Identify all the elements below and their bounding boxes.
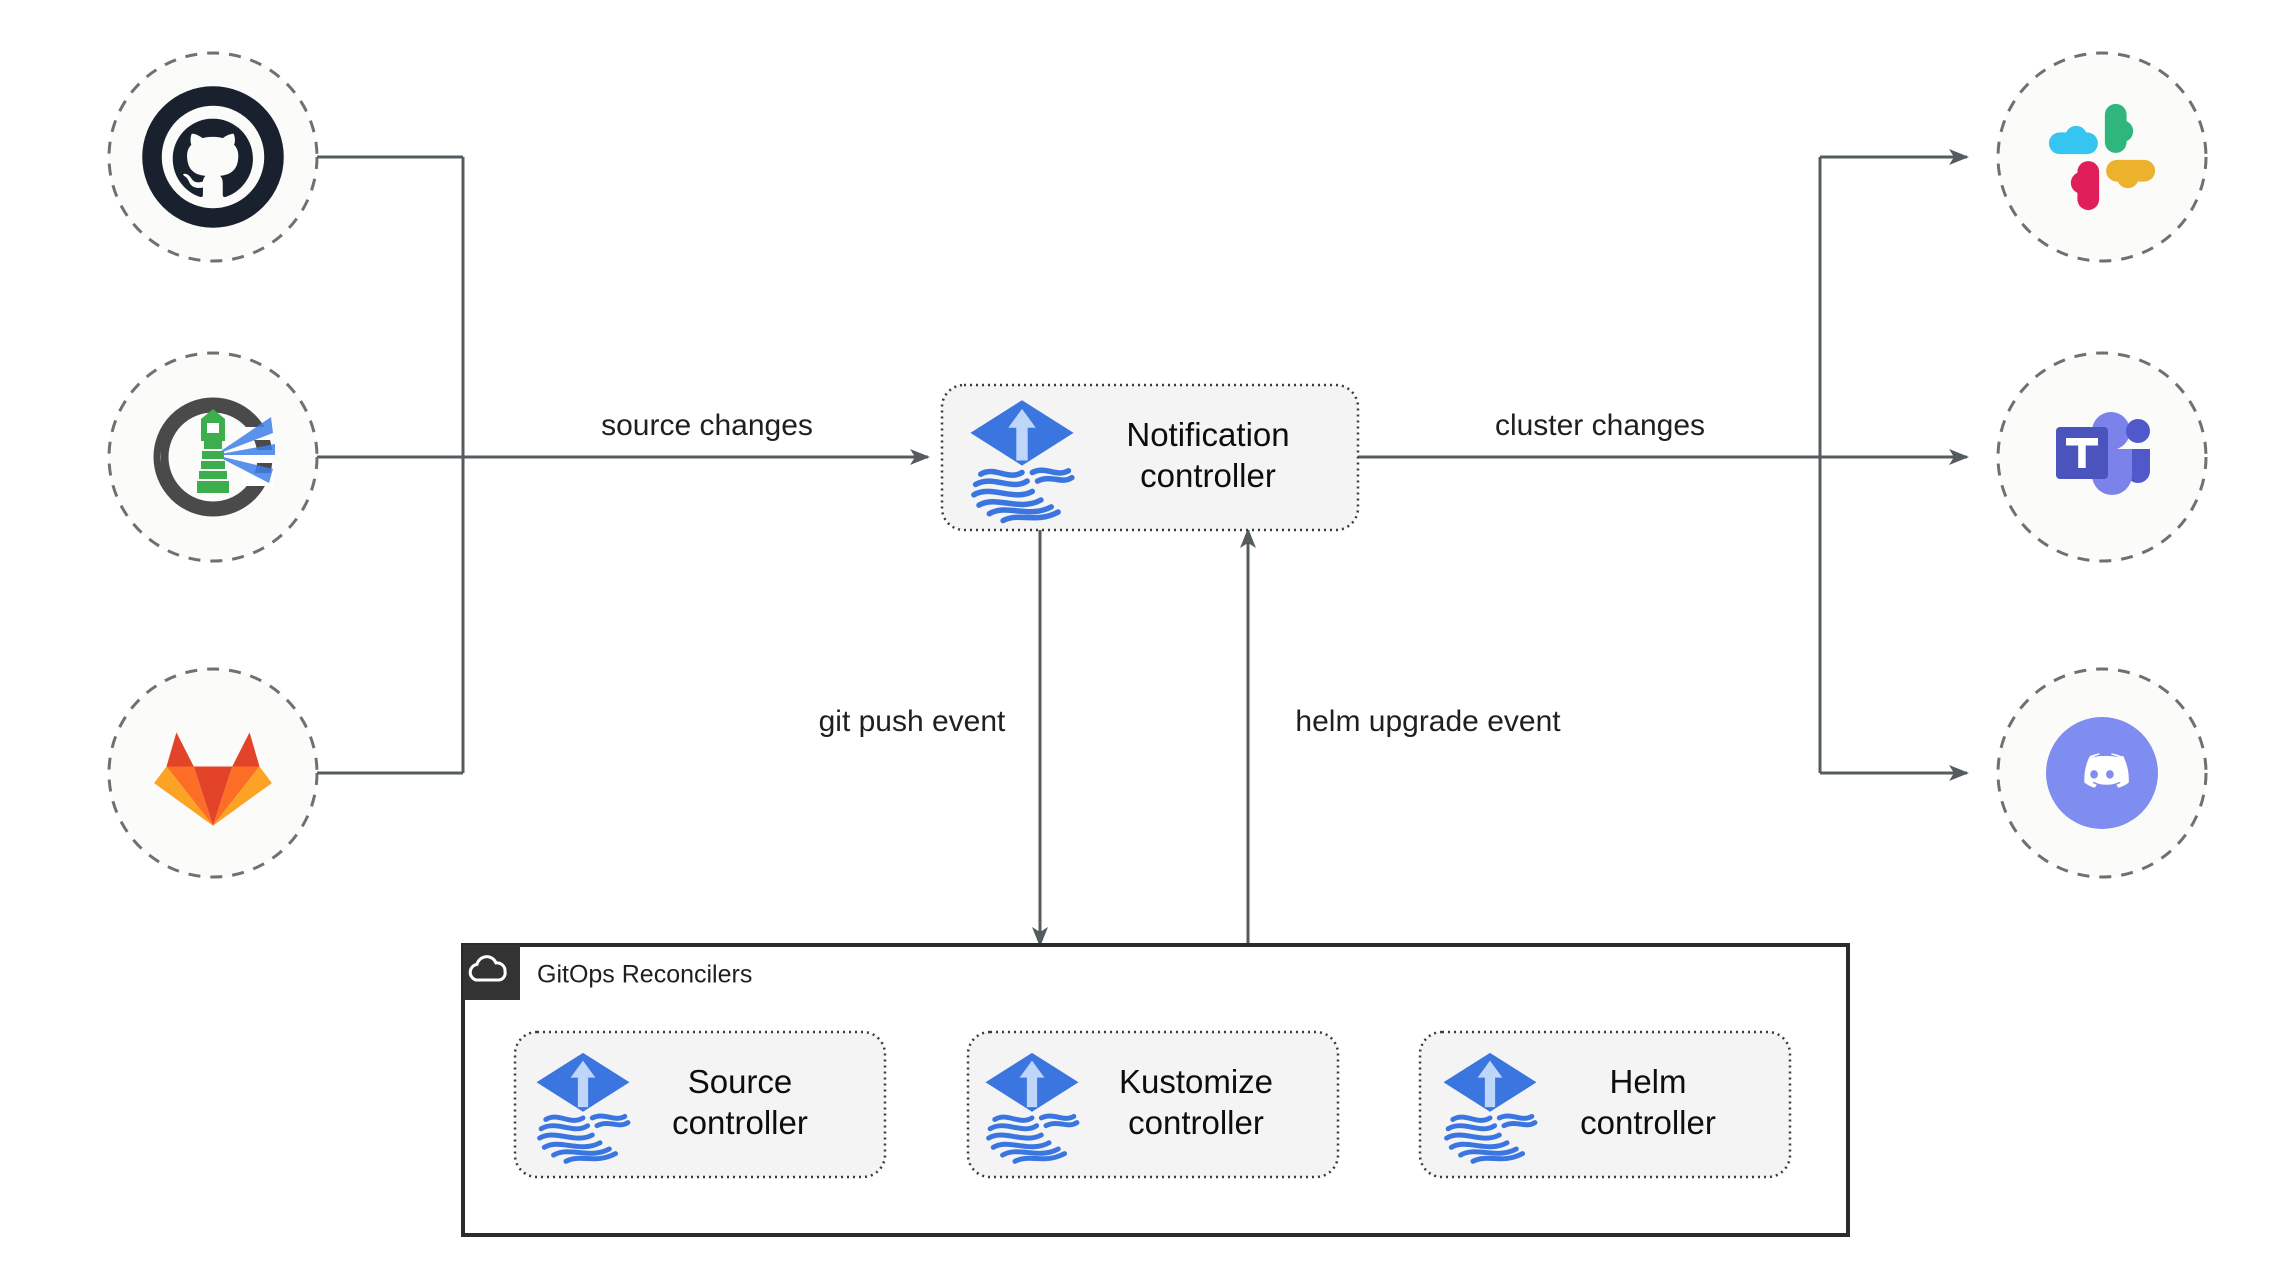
source-node-gitlab[interactable]: [107, 667, 319, 879]
discord-icon: [2046, 717, 2158, 829]
controller-helm-line2: controller: [1580, 1104, 1716, 1141]
edge-notification-to-destinations: [1358, 149, 1969, 781]
gitops-reconcilers-group: GitOps Reconcilers: [461, 943, 1850, 1237]
controller-source-line1: Source: [688, 1063, 793, 1100]
controller-helm-line1: Helm: [1609, 1063, 1686, 1100]
notification-controller-node[interactable]: Notification controller: [940, 383, 1360, 532]
edge-labels: source changes cluster changes git push …: [570, 400, 1755, 744]
notification-controller-line2: controller: [1140, 457, 1276, 494]
notification-controller-line1: Notification: [1126, 416, 1289, 453]
label-git-push-event: git push event: [819, 705, 1006, 738]
microsoft-teams-icon: [2056, 412, 2150, 495]
controller-source-line2: controller: [672, 1104, 808, 1141]
controller-kustomize-line1: Kustomize: [1119, 1063, 1273, 1100]
label-cluster-changes: cluster changes: [1495, 409, 1705, 442]
cloud-icon: [468, 955, 507, 982]
gitea-icon: [153, 397, 275, 517]
destination-node-slack[interactable]: [1996, 51, 2208, 263]
controller-node-kustomize[interactable]: Kustomize controller: [966, 1030, 1340, 1179]
gitops-group-title: GitOps Reconcilers: [537, 961, 752, 989]
source-node-gitea[interactable]: [107, 351, 319, 563]
github-icon: [142, 86, 284, 228]
slack-icon: [2048, 103, 2156, 211]
controller-node-helm[interactable]: Helm controller: [1418, 1030, 1792, 1179]
controller-node-source[interactable]: Source controller: [513, 1030, 887, 1179]
destination-node-teams[interactable]: [1996, 351, 2208, 563]
destination-node-discord[interactable]: [1996, 667, 2208, 879]
gitlab-icon: [154, 732, 272, 826]
label-helm-upgrade-event: helm upgrade event: [1295, 705, 1561, 738]
controller-kustomize-line2: controller: [1128, 1104, 1264, 1141]
source-node-github[interactable]: [107, 51, 319, 263]
label-source-changes: source changes: [601, 409, 813, 442]
